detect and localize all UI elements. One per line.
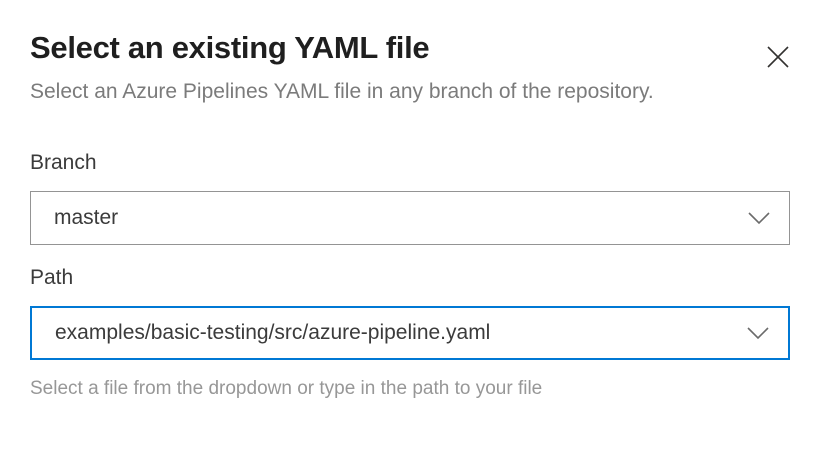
dialog-title: Select an existing YAML file [30,30,430,65]
branch-value: master [54,206,119,229]
path-value: examples/basic-testing/src/azure-pipelin… [55,321,491,344]
chevron-down-icon [747,210,771,226]
branch-label: Branch [30,151,97,174]
dialog-subtitle: Select an Azure Pipelines YAML file in a… [30,80,654,103]
path-label: Path [30,266,74,289]
close-icon [764,43,792,74]
chevron-down-icon [746,325,770,341]
path-helper-text: Select a file from the dropdown or type … [30,378,543,399]
branch-dropdown[interactable]: master [30,191,790,245]
close-button[interactable] [758,38,798,78]
path-dropdown[interactable]: examples/basic-testing/src/azure-pipelin… [30,306,790,360]
